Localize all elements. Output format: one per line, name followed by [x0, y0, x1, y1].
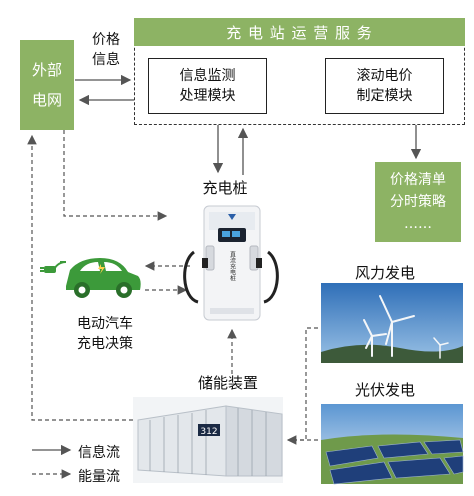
ev-label: 电动汽车 充电决策 — [60, 314, 150, 354]
external-grid-line1: 外部 — [31, 61, 62, 79]
grid-to-charger-energy — [63, 130, 168, 221]
charger-label: 充电桩 — [202, 179, 248, 197]
legend-energy-flow-label: 能量流 — [78, 469, 120, 485]
energy-storage-photo: 312 — [133, 397, 283, 483]
price-list-box: 价格清单 分时策略 …… — [375, 162, 461, 242]
info-module-line2: 处理模块 — [179, 88, 236, 104]
renewables-to-storage-energy — [286, 327, 318, 445]
external-grid-box: 外部 电网 — [20, 40, 74, 130]
operating-service-title-bar: 充 电 站 运 营 服 务 — [134, 18, 465, 46]
operating-service-title: 充 电 站 运 营 服 务 — [226, 23, 373, 42]
ev-label-line1: 电动汽车 — [77, 316, 133, 332]
wind-power-photo — [321, 283, 463, 363]
solar-power-label: 光伏发电 — [354, 380, 415, 399]
price-info-label: 价格 信息 — [86, 30, 126, 70]
price-info-line1: 价格 — [92, 32, 120, 48]
wind-power-label: 风力发电 — [354, 263, 415, 282]
ev-label-line2: 充电决策 — [77, 336, 133, 352]
info-monitoring-module: 信息监测 处理模块 — [148, 58, 267, 114]
electric-car-icon — [40, 258, 141, 298]
price-list-line1: 价格清单 — [390, 172, 446, 188]
price-info-line2: 信息 — [92, 52, 120, 68]
price-list-line2: 分时策略 — [390, 194, 446, 210]
price-module-line2: 制定模块 — [356, 88, 413, 104]
price-list-line3: …… — [404, 216, 432, 232]
rolling-price-module: 滚动电价 制定模块 — [325, 58, 444, 114]
charger-panel-text: 直流充电桩 — [229, 250, 236, 282]
storage-to-grid-energy — [27, 134, 133, 421]
legend-info-flow-label: 信息流 — [78, 445, 120, 461]
price-module-line1: 滚动电价 — [356, 68, 413, 84]
storage-unit-number: 312 — [200, 427, 217, 437]
charger-illustration: 直流充电桩 — [183, 205, 279, 321]
energy-storage-label: 储能装置 — [197, 373, 258, 392]
external-grid-line2: 电网 — [31, 91, 62, 109]
solar-power-photo — [321, 404, 464, 485]
info-module-line1: 信息监测 — [179, 68, 236, 84]
